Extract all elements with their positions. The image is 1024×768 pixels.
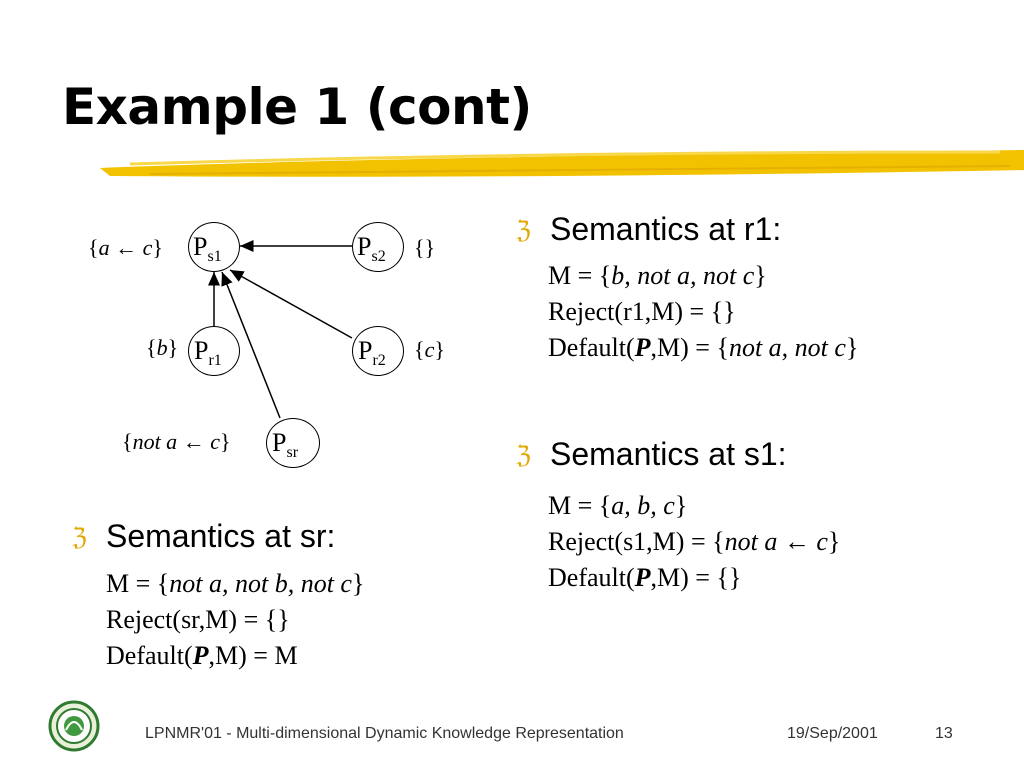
set-r2: {c} [414,337,445,362]
node-r1 [188,326,240,376]
section-r1-body: M = {b, not a, not c} Reject(r1,M) = {} … [548,258,858,366]
edge-sr-s1 [221,271,281,419]
z-bullet-icon: ℨ [516,216,531,244]
footer-date: 19/Sep/2001 [787,725,878,742]
sr-reject-line: Reject(sr,M) = {} [106,605,290,634]
s1-default-line: Default(P,M) = {} [548,563,742,592]
sr-m-line: M = {not a, not b, not c} [106,569,365,598]
page-number: 13 [935,725,953,742]
node-sr-label: Psr [272,428,299,461]
node-r2 [352,326,404,376]
set-sr: {not a ← c} [122,429,231,454]
section-s1-body: M = {a, b, c} Reject(s1,M) = {not a ← c}… [548,488,840,596]
section-sr-body: M = {not a, not b, not c} Reject(sr,M) =… [106,566,364,674]
node-s2-label: Ps2 [357,232,386,265]
set-s2: {} [414,235,436,260]
node-r1-label: Pr1 [194,336,222,369]
title-underline [100,150,1024,177]
s1-m-line: M = {a, b, c} [548,491,688,520]
node-sr [266,418,320,468]
footer-text: LPNMR'01 - Multi-dimensional Dynamic Kno… [145,725,624,742]
r1-m-line: M = {b, not a, not c} [548,261,767,290]
z-bullet-icon: ℨ [516,441,531,469]
set-r1: {b} [146,335,179,360]
node-r2-label: Pr2 [358,336,386,369]
node-s2 [352,222,404,272]
university-seal-icon [48,700,100,752]
edge-r2-s1 [229,269,353,339]
s1-reject-line: Reject(s1,M) = {not a ← c} [548,527,841,556]
node-s1 [188,222,240,272]
set-s1: {a ← c} [88,235,163,260]
z-bullet-icon: ℨ [72,523,87,551]
r1-default-line: Default(P,M) = {not a, not c} [548,333,859,362]
slide-title: Example 1 (cont) [62,78,532,136]
node-s1-label: Ps1 [193,232,222,265]
sr-default-line: Default(P,M) = M [106,641,298,670]
r1-reject-line: Reject(r1,M) = {} [548,297,736,326]
